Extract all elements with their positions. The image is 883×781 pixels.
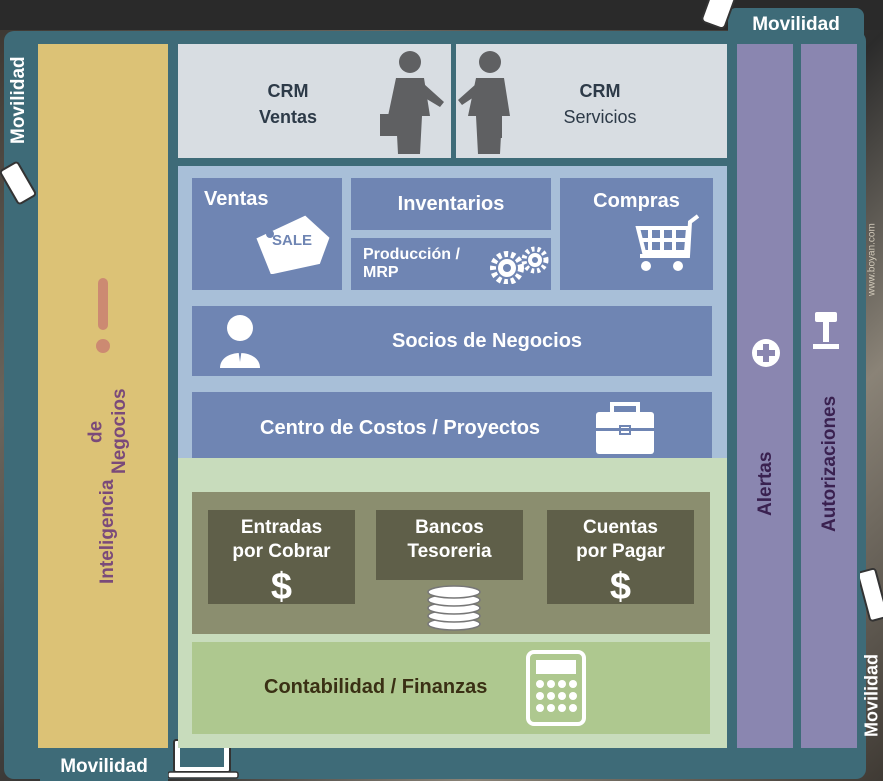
alertas-column: Alertas (737, 44, 793, 748)
autorizaciones-column: Autorizaciones (801, 44, 857, 748)
entradas-module: Entradas por Cobrar $ (208, 510, 355, 608)
contabilidad-module: Contabilidad / Finanzas (192, 642, 710, 734)
produccion-line2: MRP (363, 264, 399, 281)
bi-column: Inteligencia de Negocios (38, 44, 168, 748)
alertas-label: Alertas (755, 451, 776, 517)
bancos-module: Bancos Tesoreria (376, 510, 523, 580)
inventarios-module: Inventarios (351, 178, 551, 230)
entradas-line1: Entradas (240, 517, 323, 538)
cuentas-line2: por Pagar (576, 540, 665, 562)
ventas-module: Ventas SALE (192, 178, 342, 290)
socios-module: Socios de Negocios (192, 306, 712, 376)
crm-services-line2: Servicios (563, 107, 637, 128)
compras-label: Compras (593, 190, 680, 212)
person-icon (218, 312, 262, 370)
compras-module: Compras (560, 178, 713, 290)
cuentas-module: Cuentas por Pagar $ (547, 510, 694, 608)
cuentas-line1: Cuentas (583, 517, 658, 538)
gavel-icon (811, 310, 841, 350)
mobility-tab-right: Movilidad (861, 630, 883, 760)
businessman-icon-left (378, 48, 448, 158)
crm-services-line1: CRM (579, 81, 621, 101)
website-watermark: www.boyan.com (864, 200, 880, 320)
website-text: www.boyan.com (866, 223, 878, 297)
briefcase-icon (592, 398, 658, 458)
sale-tag-icon: SALE (254, 214, 334, 274)
gears-icon (489, 244, 551, 284)
phone-icon-right (860, 566, 883, 626)
shopping-cart-icon (632, 212, 704, 282)
mobility-tab-left: Movilidad (4, 40, 34, 160)
produccion-module: Producción / MRP (351, 238, 551, 290)
laptop-icon (168, 738, 240, 781)
crm-sales-line1: CRM (267, 81, 309, 101)
crm-sales-line2: Ventas (258, 107, 318, 128)
autorizaciones-label: Autorizaciones (819, 395, 840, 533)
plus-circle-icon (751, 338, 781, 368)
phone-icon-left (0, 160, 36, 210)
contabilidad-label: Contabilidad / Finanzas (264, 676, 488, 698)
socios-label: Socios de Negocios (392, 329, 583, 352)
exclamation-icon (96, 278, 110, 358)
mobility-tab-top: Movilidad (728, 8, 864, 42)
crm-sales-text: CRM Ventas (240, 78, 336, 130)
centro-module: Centro de Costos / Proyectos (192, 392, 712, 464)
mobility-left-label: Movilidad (8, 56, 29, 144)
produccion-line1: Producción / (363, 245, 460, 263)
entradas-line2: por Cobrar (232, 540, 331, 562)
mobility-top-label: Movilidad (752, 14, 840, 35)
dollar-icon-right: $ (609, 565, 632, 608)
dollar-icon-left: $ (270, 565, 293, 608)
sale-tag-text: SALE (272, 232, 313, 249)
mobility-tab-bottom: Movilidad (40, 752, 168, 781)
bi-label: Inteligencia de Negocios (78, 384, 138, 584)
bancos-line1: Bancos (415, 517, 484, 538)
inventarios-label: Inventarios (397, 192, 505, 215)
phone-icon-top (700, 0, 736, 30)
centro-label: Centro de Costos / Proyectos (260, 416, 541, 439)
businessman-icon-right (456, 48, 526, 158)
bancos-line2: Tesoreria (407, 540, 492, 562)
ventas-label: Ventas (204, 188, 269, 210)
crm-services-panel: CRM Servicios (456, 44, 727, 158)
produccion-text: Producción / MRP (351, 246, 460, 283)
crm-sales-panel: CRM Ventas (178, 44, 451, 158)
mobility-right-label: Movilidad (861, 653, 882, 737)
crm-services-text: CRM Servicios (550, 78, 650, 130)
calculator-icon (526, 650, 586, 726)
coins-icon (426, 580, 482, 632)
mobility-bottom-label: Movilidad (60, 755, 148, 777)
bi-line2: de Negocios (85, 388, 130, 475)
bi-line1: Inteligencia (97, 479, 119, 584)
